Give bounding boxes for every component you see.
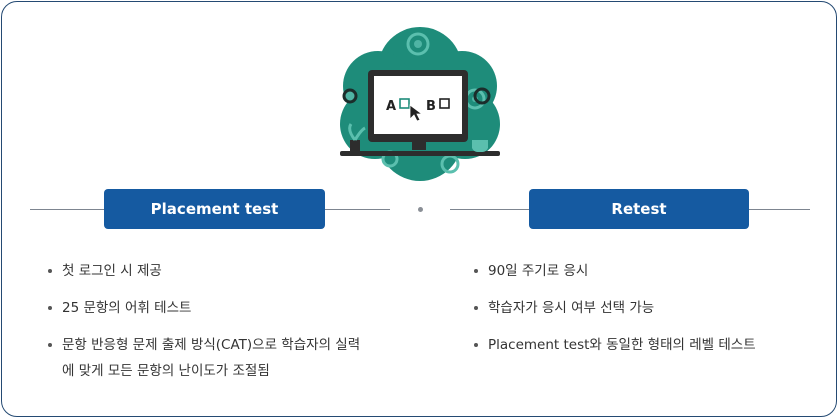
plant-icon [348, 123, 366, 141]
monitor-stand [412, 142, 426, 150]
plant-pot-icon [350, 140, 360, 151]
monitor-screen [374, 76, 462, 134]
test-illustration: A B [340, 27, 500, 181]
option-b-label: B [426, 99, 436, 114]
cup-icon [472, 140, 488, 153]
retest-title: Retest [529, 189, 749, 229]
dark-gear-icon [342, 87, 491, 105]
list-item: 첫 로그인 시 제공 [48, 258, 378, 284]
option-a-label: A [386, 99, 396, 114]
option-a-checkbox-icon [399, 98, 410, 109]
list-item: 90일 주기로 응시 [474, 258, 814, 284]
cursor-icon [409, 104, 424, 122]
placement-list: 첫 로그인 시 제공 25 문항의 어휘 테스트 문항 반응형 문제 출제 방식… [48, 258, 378, 395]
list-item: 학습자가 응시 여부 선택 가능 [474, 295, 814, 321]
retest-list: 90일 주기로 응시 학습자가 응시 여부 선택 가능 Placement te… [474, 258, 814, 369]
center-dot [418, 207, 423, 212]
placement-test-title: Placement test [104, 189, 325, 229]
right-rule-outer [748, 209, 810, 210]
left-rule-inner [324, 209, 390, 210]
left-rule-outer [30, 209, 110, 210]
option-b-checkbox-icon [439, 98, 450, 109]
list-item: 25 문항의 어휘 테스트 [48, 295, 378, 321]
right-rule-inner [450, 209, 530, 210]
list-item: Placement test와 동일한 형태의 레벨 테스트 [474, 332, 814, 358]
list-item: 문항 반응형 문제 출제 방식(CAT)으로 학습자의 실력에 맞게 모든 문항… [48, 332, 362, 384]
desk [340, 151, 500, 156]
